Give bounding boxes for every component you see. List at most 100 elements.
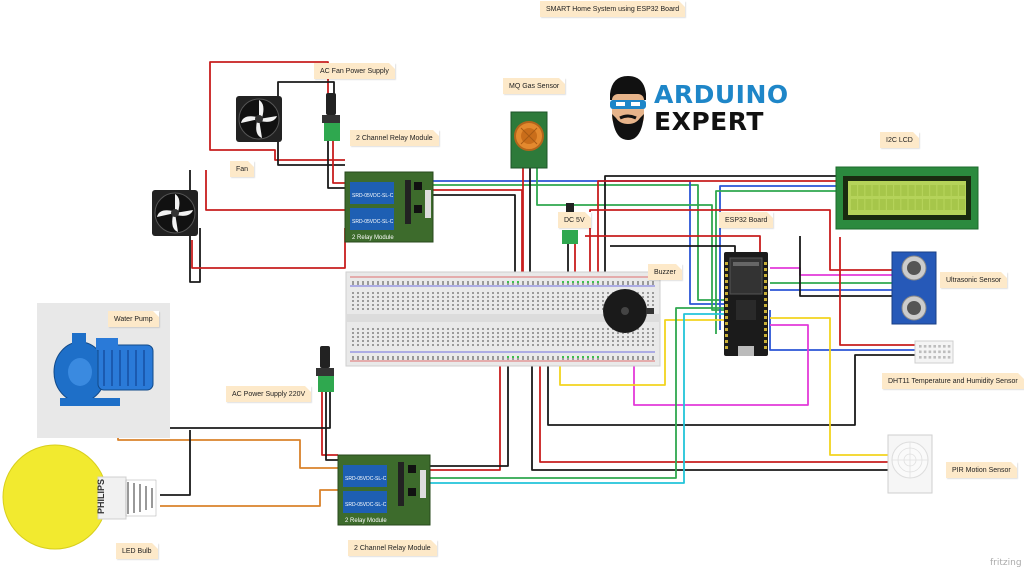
- breadboard-hole: [472, 281, 474, 283]
- breadboard-hole: [477, 328, 479, 330]
- breadboard-hole: [482, 283, 484, 285]
- breadboard-hole: [527, 344, 529, 346]
- pir-motion-sensor: [887, 434, 933, 494]
- breadboard-hole: [522, 281, 524, 283]
- dht11-vent: [923, 350, 927, 354]
- breadboard-hole: [367, 292, 369, 294]
- breadboard-hole: [402, 328, 404, 330]
- breadboard-hole: [507, 332, 509, 334]
- breadboard-hole: [422, 340, 424, 342]
- breadboard-hole: [357, 336, 359, 338]
- breadboard-hole: [592, 304, 594, 306]
- breadboard-hole: [392, 308, 394, 310]
- breadboard-hole: [507, 283, 509, 285]
- relay-top-chip-text-1: SRD-05VDC-SL-C: [352, 193, 394, 199]
- ultrasonic-sensor: [891, 251, 937, 325]
- breadboard-hole: [397, 300, 399, 302]
- breadboard-hole: [587, 292, 589, 294]
- lcd-cell: [887, 199, 893, 210]
- breadboard-hole: [407, 356, 409, 358]
- breadboard-hole: [362, 292, 364, 294]
- breadboard-hole: [637, 283, 639, 285]
- breadboard-hole: [532, 356, 534, 358]
- breadboard-hole: [362, 300, 364, 302]
- breadboard-hole: [552, 356, 554, 358]
- breadboard-hole: [377, 358, 379, 360]
- breadboard-hole: [477, 281, 479, 283]
- breadboard-hole: [397, 308, 399, 310]
- breadboard-hole: [457, 332, 459, 334]
- arduino-expert-logo: ARDUINO EXPERT: [606, 74, 802, 144]
- breadboard-hole: [582, 344, 584, 346]
- breadboard-hole: [362, 304, 364, 306]
- breadboard-hole: [607, 328, 609, 330]
- breadboard-hole: [367, 283, 369, 285]
- breadboard-hole: [482, 328, 484, 330]
- breadboard-hole: [542, 328, 544, 330]
- breadboard-hole: [427, 292, 429, 294]
- breadboard-hole: [397, 336, 399, 338]
- breadboard-hole: [442, 304, 444, 306]
- breadboard-hole: [567, 296, 569, 298]
- breadboard-hole: [512, 328, 514, 330]
- dht11-vent: [943, 356, 946, 359]
- breadboard-hole: [582, 300, 584, 302]
- breadboard-hole: [537, 308, 539, 310]
- label-fan: Fan: [230, 161, 255, 177]
- breadboard-hole: [547, 300, 549, 302]
- breadboard-hole: [552, 358, 554, 360]
- breadboard-hole: [607, 332, 609, 334]
- breadboard-hole: [447, 336, 449, 338]
- breadboard-hole: [487, 336, 489, 338]
- breadboard-hole: [637, 332, 639, 334]
- breadboard-hole: [442, 328, 444, 330]
- breadboard-hole: [512, 308, 514, 310]
- breadboard-hole: [482, 300, 484, 302]
- breadboard-hole: [517, 300, 519, 302]
- breadboard-hole: [607, 356, 609, 358]
- breadboard-hole: [592, 308, 594, 310]
- breadboard-hole: [647, 292, 649, 294]
- lcd-cell: [944, 199, 951, 210]
- breadboard-hole: [447, 300, 449, 302]
- breadboard-hole: [497, 356, 499, 358]
- breadboard-hole: [437, 336, 439, 338]
- breadboard-hole: [402, 296, 404, 298]
- fan-top: [236, 96, 282, 142]
- breadboard-hole: [577, 281, 579, 283]
- breadboard-hole: [487, 356, 489, 358]
- breadboard-hole: [627, 340, 629, 342]
- breadboard-hole: [552, 344, 554, 346]
- breadboard-hole: [497, 292, 499, 294]
- breadboard-hole: [437, 358, 439, 360]
- breadboard-hole: [602, 281, 604, 283]
- esp32-pin: [725, 346, 728, 349]
- breadboard-hole: [502, 283, 504, 285]
- breadboard-hole: [372, 332, 374, 334]
- esp32-pin: [764, 298, 767, 301]
- dht11-vent: [919, 356, 922, 359]
- breadboard-hole: [487, 308, 489, 310]
- breadboard-hole: [352, 296, 354, 298]
- breadboard-hole: [557, 332, 559, 334]
- breadboard-hole: [537, 344, 539, 346]
- breadboard-hole: [442, 332, 444, 334]
- breadboard-hole: [527, 356, 529, 358]
- breadboard-hole: [592, 336, 594, 338]
- breadboard-hole: [467, 358, 469, 360]
- breadboard-hole: [462, 281, 464, 283]
- breadboard-hole: [517, 308, 519, 310]
- breadboard-hole: [392, 358, 394, 360]
- breadboard-hole: [367, 328, 369, 330]
- breadboard-hole: [492, 292, 494, 294]
- breadboard-hole: [392, 304, 394, 306]
- esp32-pin: [764, 322, 767, 325]
- breadboard-hole: [462, 332, 464, 334]
- breadboard-hole: [477, 340, 479, 342]
- lcd-cell: [872, 199, 879, 210]
- breadboard-hole: [602, 300, 604, 302]
- label-relay-bottom: 2 Channel Relay Module: [348, 540, 437, 556]
- breadboard-hole: [357, 281, 359, 283]
- breadboard-hole: [602, 304, 604, 306]
- lcd-cell: [937, 185, 944, 196]
